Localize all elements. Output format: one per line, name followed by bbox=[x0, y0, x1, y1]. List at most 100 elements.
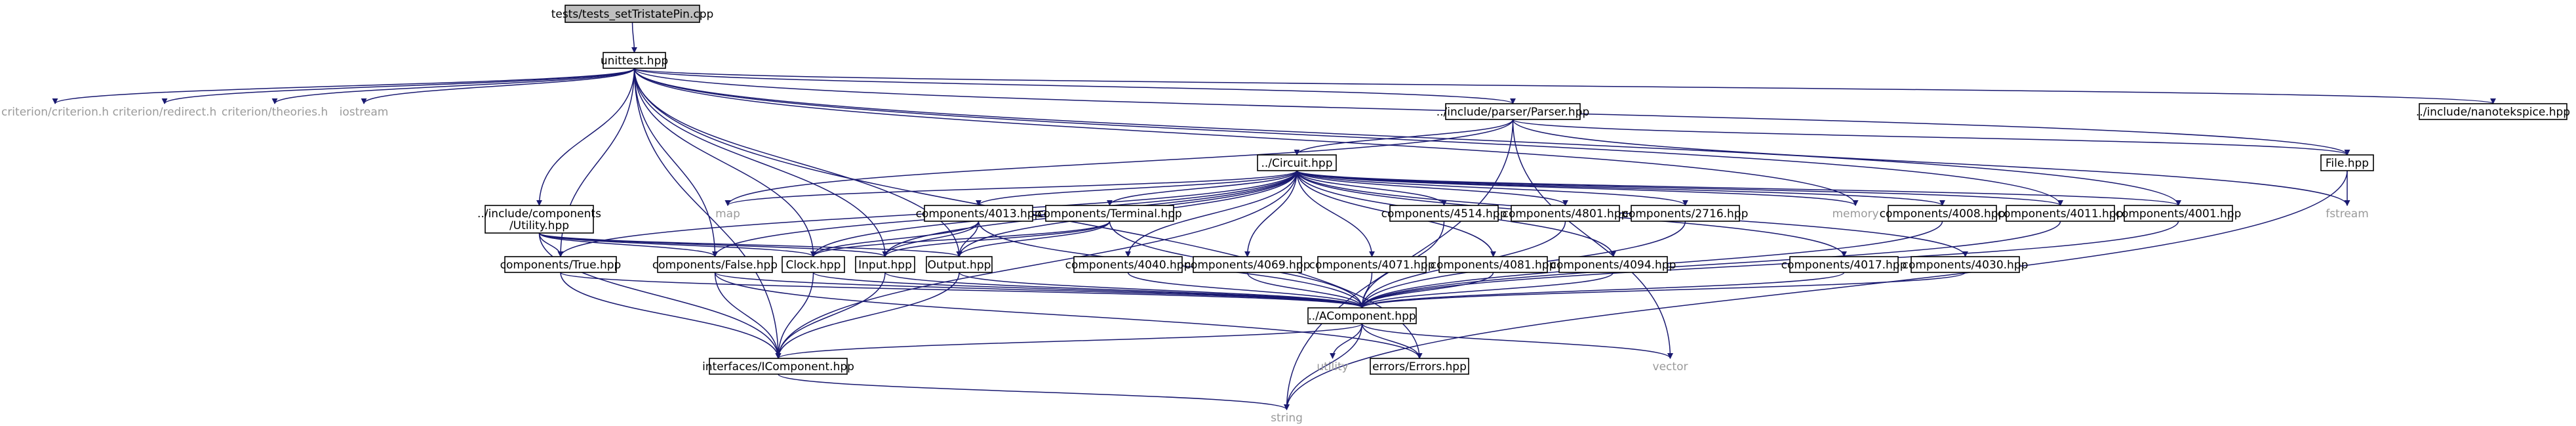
edge-clock-to-acomponent bbox=[812, 272, 1365, 309]
node-true-label: components/True.hpp bbox=[500, 259, 622, 272]
node-false-label: components/False.hpp bbox=[652, 259, 778, 272]
node-clock[interactable]: Clock.hpp bbox=[782, 256, 845, 273]
node-nanotekspice-label: ../include/nanotekspice.hpp bbox=[2416, 106, 2570, 119]
edge-circuit-to-map bbox=[724, 170, 1298, 206]
node-c4040[interactable]: components/4040.hpp bbox=[1065, 256, 1191, 273]
edge-terminal-to-input bbox=[882, 221, 1111, 257]
node-circuit[interactable]: ../Circuit.hpp bbox=[1257, 154, 1337, 171]
node-c4069-label: components/4069.hpp bbox=[1185, 259, 1311, 272]
edge-parser-to-circuit bbox=[1294, 119, 1514, 156]
edge-c4011-to-acomponent bbox=[1359, 221, 2061, 309]
edge-c4013-to-clock bbox=[810, 221, 980, 257]
node-utility_hpp[interactable]: ../include/components/Utility.hpp bbox=[477, 205, 601, 234]
node-vector-label: vector bbox=[1653, 360, 1688, 373]
node-output-box bbox=[926, 256, 993, 273]
node-c4008[interactable]: components/4008.hpp bbox=[1880, 205, 2006, 222]
node-redirect: criterion/redirect.h bbox=[113, 106, 217, 119]
node-acomponent[interactable]: ../AComponent.hpp bbox=[1307, 307, 1417, 324]
node-c4030-box bbox=[1911, 256, 2020, 273]
node-criterion-label: criterion/criterion.h bbox=[1, 106, 109, 119]
edge-utility_hpp-to-clock bbox=[538, 232, 816, 257]
dependency-nodes: tests/tests_setTristatePin.cpp unittest.h… bbox=[1, 5, 2570, 425]
node-c4094[interactable]: components/4094.hpp bbox=[1551, 256, 1676, 273]
node-c4069[interactable]: components/4069.hpp bbox=[1185, 256, 1311, 273]
edge-parser-to-fstream bbox=[1512, 119, 2350, 206]
node-c2716-label: components/2716.hpp bbox=[1623, 207, 1749, 221]
node-criterion: criterion/criterion.h bbox=[1, 106, 109, 119]
edge-output-to-icomponent bbox=[775, 272, 960, 359]
node-string: string bbox=[1271, 412, 1303, 425]
node-c4030[interactable]: components/4030.hpp bbox=[1903, 256, 2029, 273]
node-parser[interactable]: ../include/parser/Parser.hpp bbox=[1437, 103, 1589, 120]
edge-clock-to-icomponent bbox=[775, 272, 814, 359]
node-c4017[interactable]: components/4017.hpp bbox=[1781, 256, 1907, 273]
node-c4094-label: components/4094.hpp bbox=[1551, 259, 1676, 272]
edge-unittest-to-criterion bbox=[52, 68, 635, 104]
node-unittest-box bbox=[603, 52, 666, 69]
edge-unittest-to-icomponent bbox=[633, 68, 782, 359]
node-c4011[interactable]: components/4011.hpp bbox=[1998, 205, 2124, 222]
node-c4013[interactable]: components/4013.hpp bbox=[916, 205, 1042, 222]
node-c4801[interactable]: components/4801.hpp bbox=[1503, 205, 1629, 222]
node-theories: criterion/theories.h bbox=[222, 106, 328, 119]
node-input-box bbox=[855, 256, 915, 273]
edge-unittest-to-clock bbox=[633, 68, 816, 257]
node-c2716[interactable]: components/2716.hpp bbox=[1623, 205, 1749, 222]
edge-input-to-icomponent bbox=[775, 272, 886, 359]
node-output[interactable]: Output.hpp bbox=[926, 256, 993, 273]
edge-acomponent-to-icomponent bbox=[775, 323, 1363, 359]
node-utility: utility bbox=[1317, 360, 1348, 373]
node-file[interactable]: File.hpp bbox=[2320, 154, 2374, 171]
edge-false-to-icomponent bbox=[714, 272, 782, 359]
edge-circuit-to-memory bbox=[1296, 170, 1859, 206]
node-fstream-label: fstream bbox=[2326, 207, 2369, 221]
node-vector: vector bbox=[1653, 360, 1688, 373]
edge-true-to-acomponent bbox=[560, 272, 1365, 309]
edge-root-to-unittest bbox=[631, 22, 637, 53]
node-terminal-box bbox=[1045, 205, 1174, 222]
node-utility_hpp-box bbox=[485, 205, 594, 234]
node-false[interactable]: components/False.hpp bbox=[652, 256, 778, 273]
node-c4001-label: components/4001.hpp bbox=[2116, 207, 2242, 221]
node-fstream: fstream bbox=[2326, 207, 2369, 221]
node-parser-label: ../include/parser/Parser.hpp bbox=[1437, 106, 1589, 119]
edge-utility_hpp-to-false bbox=[538, 232, 718, 257]
node-input[interactable]: Input.hpp bbox=[855, 256, 915, 273]
node-c4801-box bbox=[1511, 205, 1620, 222]
node-false-box bbox=[657, 256, 773, 273]
edge-file-to-string bbox=[1284, 170, 2348, 410]
node-c4001[interactable]: components/4001.hpp bbox=[2116, 205, 2242, 222]
node-c4011-label: components/4011.hpp bbox=[1998, 207, 2124, 221]
node-input-label: Input.hpp bbox=[858, 259, 912, 272]
edge-acomponent-to-string bbox=[1284, 323, 1363, 410]
node-errors[interactable]: errors/Errors.hpp bbox=[1370, 358, 1469, 375]
node-c4081[interactable]: components/4081.hpp bbox=[1431, 256, 1556, 273]
node-c4071[interactable]: components/4071.hpp bbox=[1309, 256, 1435, 273]
node-nanotekspice-box bbox=[2419, 103, 2567, 120]
edge-input-to-acomponent bbox=[884, 272, 1365, 309]
edge-unittest-to-nanotekspice bbox=[633, 68, 2496, 104]
edge-unittest-to-theories bbox=[271, 68, 635, 104]
node-true[interactable]: components/True.hpp bbox=[500, 256, 622, 273]
node-nanotekspice[interactable]: ../include/nanotekspice.hpp bbox=[2416, 103, 2570, 120]
node-unittest[interactable]: unittest.hpp bbox=[601, 52, 668, 69]
edge-acomponent-to-vector bbox=[1361, 323, 1673, 359]
edge-c4030-to-acomponent bbox=[1359, 272, 1966, 309]
node-root[interactable]: tests/tests_setTristatePin.cpp bbox=[551, 5, 714, 23]
node-errors-box bbox=[1370, 358, 1469, 375]
edge-circuit-to-c4011 bbox=[1296, 170, 2063, 206]
node-c4514[interactable]: components/4514.hpp bbox=[1381, 205, 1507, 222]
node-terminal[interactable]: components/Terminal.hpp bbox=[1037, 205, 1182, 222]
node-icomponent[interactable]: interfaces/IComponent.hpp bbox=[702, 358, 854, 375]
node-file-box bbox=[2320, 154, 2374, 171]
node-icomponent-label: interfaces/IComponent.hpp bbox=[702, 360, 854, 373]
node-c4069-box bbox=[1193, 256, 1302, 273]
node-c4081-label: components/4081.hpp bbox=[1431, 259, 1556, 272]
node-file-label: File.hpp bbox=[2326, 157, 2369, 170]
node-clock-label: Clock.hpp bbox=[786, 259, 841, 272]
node-c4071-box bbox=[1317, 256, 1427, 273]
edge-parser-to-map bbox=[724, 119, 1514, 206]
node-root-label: tests/tests_setTristatePin.cpp bbox=[551, 8, 714, 21]
node-c2716-box bbox=[1631, 205, 1740, 222]
